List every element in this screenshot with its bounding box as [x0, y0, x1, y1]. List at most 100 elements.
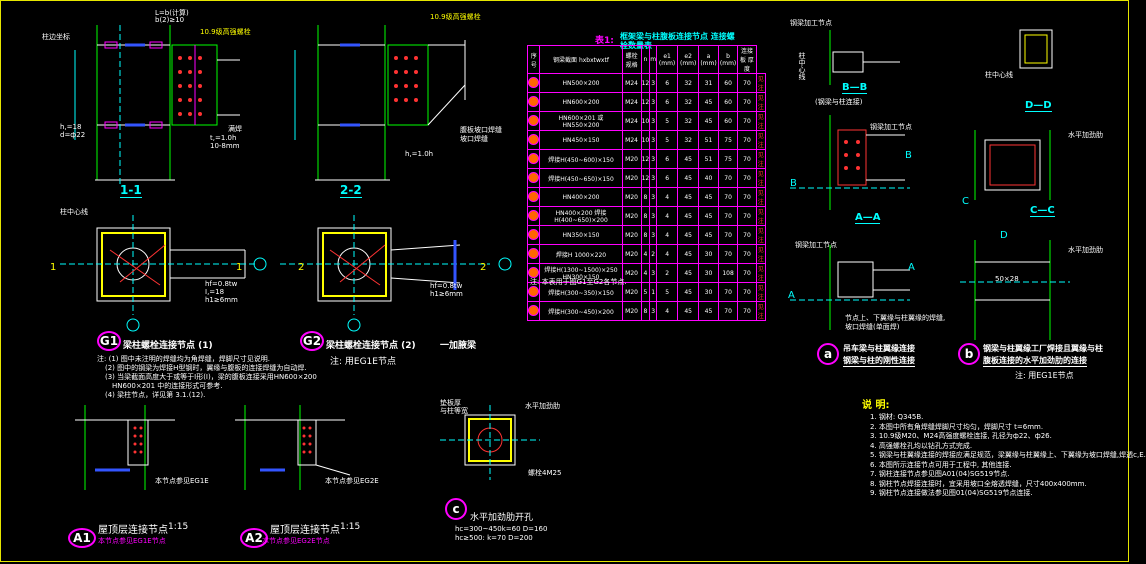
table-cell: 见注 [755, 149, 767, 169]
row-marker-icon [528, 190, 540, 202]
a2-bolts [302, 426, 312, 454]
table-cell: 45 [698, 187, 719, 207]
table-cell: 4 [640, 244, 651, 264]
table-cell: 70 [717, 187, 739, 207]
table-cell: 51 [698, 130, 719, 150]
table-cell: 12 [640, 73, 651, 93]
note-item: 3. 10.9级M20、M24高强度螺栓连接, 孔径为ф22、ф26. [870, 432, 1052, 440]
detail-a-bolts [844, 140, 860, 170]
table-cell: 30 [698, 282, 719, 302]
g1-bolt-grid [178, 56, 202, 116]
table-cell: 60 [717, 92, 739, 112]
b-badge: b [958, 343, 980, 365]
th-m: m [649, 45, 658, 74]
table-cell: 32 [677, 92, 700, 112]
g1-plan-note2: I,=18 [205, 288, 225, 296]
g2-bolt-label: 10.9级高强螺栓 [430, 13, 481, 21]
table-cell: 70 [737, 149, 757, 169]
row-marker-icon [528, 133, 540, 145]
table-cell: 40 [698, 168, 719, 188]
th-plate: 连接板 厚度 [737, 45, 757, 74]
table-cell: 45 [698, 301, 719, 321]
g1-plan-left: 1 [50, 262, 57, 273]
a-label-bottom3: 坡口焊缝(单面焊) [845, 323, 900, 331]
table-cell: 70 [737, 301, 757, 321]
row-marker [526, 168, 541, 188]
table-cell: 3 [649, 92, 658, 112]
table-cell: 45 [677, 206, 700, 226]
table-cell: 45 [677, 301, 700, 321]
g1-section-label: 1-1 [120, 183, 142, 198]
g1-note-5: (4) 梁柱节点，详见第 3.1.(12). [105, 391, 206, 399]
table-cell: 4 [656, 244, 679, 264]
table-cell: 4 [640, 263, 651, 283]
table-cell: 70 [737, 225, 757, 245]
g2-label-right1: 腹板坡口焊缝 [460, 126, 502, 134]
a-badge: a [817, 343, 839, 365]
a1-bolts [133, 426, 143, 454]
table-cell: 45 [698, 225, 719, 245]
table-cell: 6 [656, 149, 679, 169]
table-cell: 6 [656, 92, 679, 112]
table-cell: HN400×200 [539, 187, 623, 207]
c-title: 水平加劲肋开孔 [470, 513, 534, 523]
g1-label-bot2: d=ф22 [60, 131, 86, 139]
table-cell: 45 [677, 282, 700, 302]
row-marker-icon [528, 95, 540, 107]
table-cell: 75 [717, 149, 739, 169]
th-section: 钢梁截面 hxbxtwxtf [539, 45, 623, 74]
table-cell: M20 [621, 301, 642, 321]
table-cell: 45 [677, 187, 700, 207]
row-marker [526, 130, 541, 150]
g1-label-right: 满焊 [228, 125, 242, 133]
row-marker [526, 92, 541, 112]
a2-linework [235, 405, 351, 490]
a2-inner: 本节点参见EG2E [325, 477, 379, 485]
table-cell: M20 [621, 225, 642, 245]
row-marker [526, 301, 541, 321]
table-cell: 70 [717, 168, 739, 188]
table-cell: 70 [737, 111, 757, 131]
g1-elevation [74, 25, 240, 185]
g1-label-bot3: t,=1.0h [210, 134, 237, 142]
table-cell: 焊接H(450~650)×150 [539, 168, 623, 188]
table-caption-no: 表1: [595, 36, 614, 46]
table-cell: 3 [649, 301, 658, 321]
table-cell: 12 [640, 92, 651, 112]
g1-plan-label: 柱中心线 [60, 208, 88, 216]
table-cell: HN500×200 [539, 73, 623, 93]
g1-badge: G1 [97, 331, 121, 351]
table-cell: 3 [649, 187, 658, 207]
table-cell: HN600×201 或 HN550×200 [539, 111, 623, 131]
g1-plan-note1: hf=0.8tw [205, 280, 238, 288]
row-marker [526, 149, 541, 169]
b-label3: 水平加劲肋 [1068, 246, 1103, 254]
table-cell: 70 [737, 73, 757, 93]
table-cell: 见注 [755, 263, 767, 283]
table-cell: 12 [640, 168, 651, 188]
row-marker [526, 187, 541, 207]
joint-table: 序号 钢梁截面 hxbxtwxtf 螺栓 规格 n m e1 (mm) e2 (… [526, 45, 767, 321]
note-item: 4. 高强螺栓孔均以钻孔方式完成. [870, 441, 973, 450]
table-cell: M24 [621, 130, 642, 150]
th-n: n [640, 45, 651, 74]
g1-bolt-label: 10.9级高强螺栓 [200, 28, 251, 36]
table-cell: 70 [737, 130, 757, 150]
row-marker-icon [528, 152, 540, 164]
a-label-aa-top: 钢梁加工节点 [870, 123, 912, 131]
table-cell: M20 [621, 244, 642, 264]
table-cell: 3 [649, 130, 658, 150]
b-label4: 50×28 [995, 275, 1019, 283]
b-label2: 水平加劲肋 [1068, 131, 1103, 139]
g2-plan-note2: h1≥6mm [430, 290, 463, 298]
